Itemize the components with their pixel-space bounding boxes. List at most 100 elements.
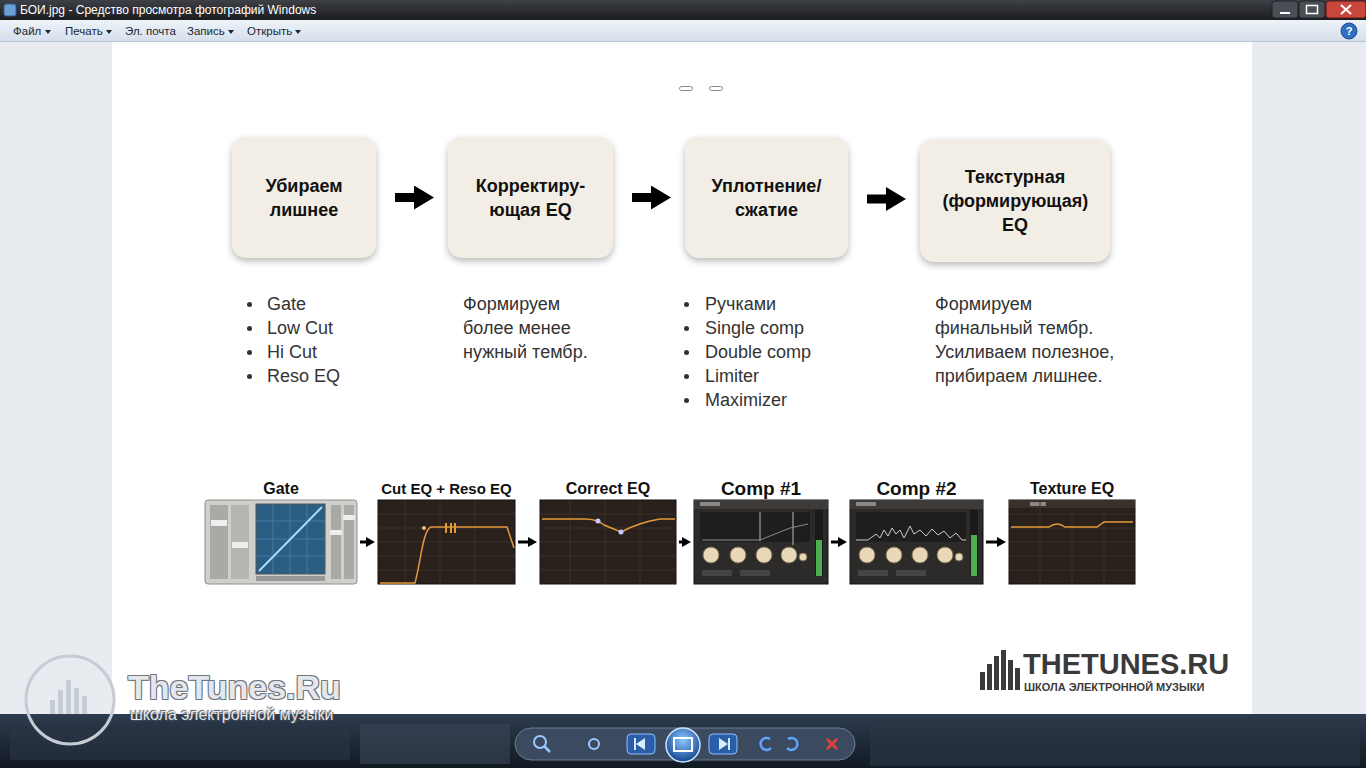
title-bar-part [1280,12,1290,14]
thumbnail-slot [205,500,357,584]
flow-arrow [831,541,838,544]
bullet-dot [247,326,252,331]
gate-plugin-thumbnail-part [256,504,325,574]
flow-arrow [518,541,528,544]
gate-plugin-thumbnail [205,500,357,584]
compressor-thumbnail-part [700,502,720,506]
title-bar-part [1341,5,1351,14]
viewer-area [0,42,1366,714]
title-bar-part [1272,1,1298,18]
window-title: БОИ.jpg - Средство просмотра фотографий … [20,3,316,17]
plugin-stage: Gate [205,472,357,584]
thumbnail-slot [694,500,828,584]
flow-arrow [986,541,997,544]
menu-item: Открыть [247,24,292,39]
correct-eq-thumbnail-part [540,542,676,543]
box-text-group: Корректиру- ющая EQ [463,174,598,222]
gate-plugin-thumbnail-part [331,505,341,579]
title-bar-part [0,0,1366,20]
compressor-thumbnail-part [856,512,966,542]
stage-heading: Comp #2 [876,478,956,500]
box-text-group: Убираем лишнее [249,174,359,222]
texture-eq-thumbnail-part [1011,522,1133,527]
gate-plugin-thumbnail-part [273,504,274,574]
menu-item: Эл. почта [125,24,176,39]
correct-eq-thumbnail-part [596,519,601,524]
compressor-thumbnail-part [850,500,983,584]
menu-bar-part [0,20,1366,42]
note-text: Формируем более менее нужный тембр. [463,292,603,364]
cut-eq-thumbnail [378,500,515,584]
flow-arrow [395,193,414,202]
bullet-item: Maximizer [705,388,787,412]
compressor-thumbnail-part [815,510,823,576]
toolbar-part [636,738,645,750]
watermark: школа электронной музыки [130,706,334,724]
stage-heading-row: Correct EQ [540,472,676,500]
toolbar-part [728,738,730,750]
gate-plugin-thumbnail-part [307,504,308,574]
stage-heading: Comp #1 [721,478,801,500]
watermark-circle-part [82,696,87,714]
viewer-area-part [710,87,723,91]
title-bar-part [4,4,16,16]
title-bar-part [1299,1,1325,18]
plugin-stage: Cut EQ + Reso EQ [378,472,515,584]
menu-bar-part [228,30,234,34]
toolbar-part [674,738,692,751]
stage-heading: Texture EQ [1030,478,1114,500]
bullet-item: Reso EQ [267,364,340,388]
box-label: Текстурная (формирующая) EQ [943,165,1088,237]
cut-eq-thumbnail-part [440,500,441,584]
watermark: ШКОЛА ЭЛЕКТРОННОЙ МУЗЫКИ [1024,681,1204,694]
correct-eq-thumbnail-part [540,556,676,557]
toolbar-part [761,738,771,750]
cut-eq-thumbnail-part [422,526,426,530]
bullet-dot [247,374,252,379]
gate-plugin-thumbnail-part [232,542,248,548]
note-text: Формируем финальный тембр. Усиливаем пол… [935,292,1125,388]
toolbar-part [870,720,1360,766]
toolbar-part [634,738,636,750]
gate-plugin-thumbnail-part [330,530,342,535]
gate-plugin-thumbnail-part [344,505,354,579]
title-bar [0,0,1366,20]
compressor-thumbnail-part [856,502,876,506]
bullet-item: Limiter [705,364,759,388]
watermark-circle-part [26,656,114,744]
menu-item: Запись [187,24,225,39]
process-box: Уплотнение/ сжатие [685,137,848,258]
compressor-thumbnail-part [971,535,977,576]
thumbnail-slot [1009,500,1135,584]
plugin-stage: Comp #1 [694,472,828,584]
watermark-circle-part [66,680,71,714]
bullet-dot [247,350,252,355]
texture-eq-thumbnail-part [1009,500,1135,584]
toolbar-part [719,738,728,750]
watermark-logo-part [980,672,985,690]
compressor-thumbnail-part [793,512,794,545]
compressor-thumbnail-part [799,553,807,561]
correct-eq-thumbnail-part [540,500,676,584]
menu-bar-part [295,30,301,34]
plugin-stage: Correct EQ [540,472,676,584]
toolbar-part [544,746,550,752]
texture-eq-thumbnail-part [1072,500,1073,584]
bullet-item: Ручками [705,292,776,316]
gate-plugin-thumbnail-part [210,505,228,579]
toolbar-part [360,724,510,764]
menu-bar [0,20,1366,42]
compressor-thumbnail-part [850,500,983,509]
correct-eq-thumbnail-part [542,519,675,532]
bullet-dot [684,302,689,307]
cut-eq-thumbnail-part [454,523,456,533]
watermark-logo-part [1015,668,1020,690]
toolbar-part [10,730,350,760]
stage-heading-row: Cut EQ + Reso EQ [378,472,515,500]
bullet-dot [684,326,689,331]
viewer-area-part [112,42,1252,714]
correct-eq-thumbnail-part [540,570,676,571]
texture-eq-thumbnail [1009,500,1135,584]
stage-heading: Correct EQ [566,478,650,500]
cut-eq-thumbnail-part [378,500,515,584]
